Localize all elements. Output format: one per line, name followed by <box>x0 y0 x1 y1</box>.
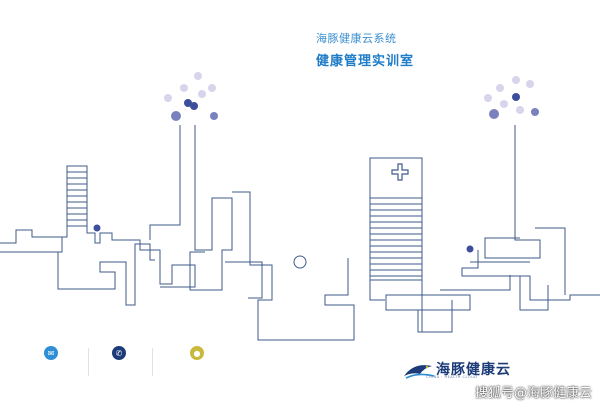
middle-line-2 <box>225 261 263 299</box>
accent-dot-right <box>466 245 474 253</box>
watermark: 搜狐号@海豚健康云 <box>474 386 592 401</box>
divider <box>88 348 89 376</box>
dolphin-logo-icon <box>404 365 435 379</box>
logo-name: 海豚健康云 <box>436 362 511 378</box>
dot-cluster-left <box>164 72 218 121</box>
right-ground-line <box>385 275 511 333</box>
location-icon: ● <box>190 346 204 360</box>
right-bottom-lines <box>519 276 549 311</box>
brand-logo: 海豚健康云 CHINA · HEALTH CLOUD <box>402 358 511 380</box>
phone-icon: ✆ <box>112 346 126 360</box>
left-stair-line <box>57 243 155 306</box>
left-skyline-line <box>0 165 196 288</box>
hospital-cross-icon <box>391 163 409 181</box>
left-tower-pipe <box>189 125 233 291</box>
left-tower-pipe-2 <box>149 125 181 240</box>
system-subtitle: 海豚健康云系统 <box>316 32 397 45</box>
email-icon: ✉ <box>44 346 58 360</box>
left-ladder <box>67 171 87 227</box>
dot-cluster-right <box>484 76 539 119</box>
right-buildings <box>461 227 600 301</box>
logo-english: CHINA · HEALTH CLOUD <box>426 375 478 379</box>
divider <box>152 348 153 376</box>
middle-line <box>232 191 355 341</box>
page-title: 健康管理实训室 <box>316 54 415 69</box>
hospital-sides <box>369 198 423 332</box>
hospital-ladder <box>370 197 422 281</box>
hospital-tower <box>369 157 423 199</box>
right-tower-pipe <box>484 125 541 259</box>
title-block: 海豚健康云系统 健康管理实训室 <box>316 30 414 69</box>
accent-dot-left <box>93 224 101 232</box>
floating-circle <box>293 255 307 269</box>
